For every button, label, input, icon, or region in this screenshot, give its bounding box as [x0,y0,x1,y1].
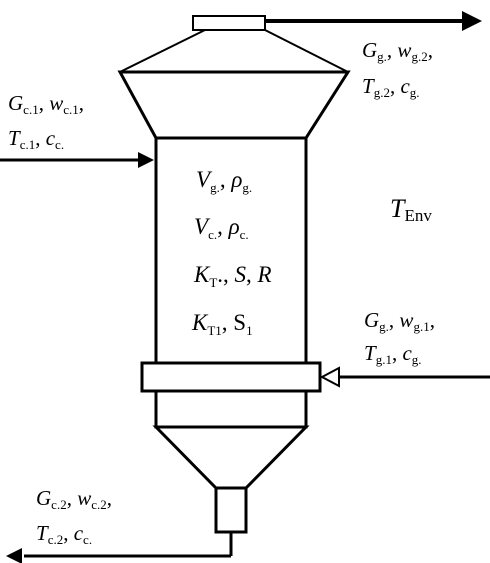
right-input-label-line2: Tg.1, cg. [364,341,422,367]
top-neck-left [119,29,206,73]
top-cone [117,70,351,140]
top-right-label-line2: Tg.2, cg. [362,74,420,100]
bottom-spout [214,486,248,534]
bottom-cone [152,425,310,490]
top-outlet-box [192,15,266,31]
environment-temperature-label: TEnv [390,194,432,225]
left-inlet-arrowhead [138,152,154,168]
right-input-label-line1: Gg., wg.1, [364,308,435,334]
inner-label-volume-coal: Vc., ρc. [194,214,249,242]
bottom-outlet-arrowhead [6,548,22,563]
top-right-label-line1: Gg., wg.2, [362,38,433,64]
bottom-output-label-line1: Gc.2, wc.2, [36,486,112,512]
top-neck-right [264,29,349,73]
inner-label-heat-transfer-1: KT1, S1 [191,310,253,338]
main-column [154,136,308,365]
bottom-output-label-line2: Tc.2, cc. [36,521,92,547]
inner-label-volume-gas: Vg., ρg. [196,167,252,195]
left-input-label-line2: Tc.1, cc. [8,126,64,152]
right-inlet-arrowhead [319,366,340,388]
lower-column [154,389,308,429]
flange-band [140,361,322,393]
inner-label-heat-transfer: KT., S, R [193,262,272,290]
top-outlet-arrowhead [462,11,482,31]
left-input-label-line1: Gc.1, wc.1, [8,91,84,117]
